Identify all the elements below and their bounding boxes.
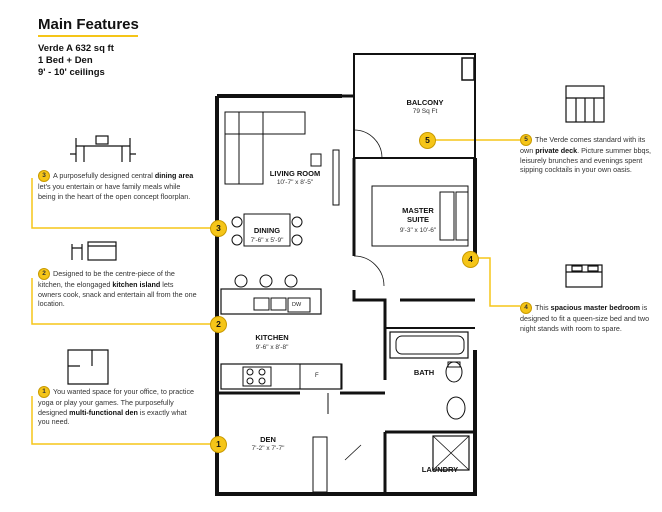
room-dining-name: DINING [253,226,281,235]
room-kitchen-dim: 9'-6" x 8'-8" [255,344,289,351]
room-kitchen-name: KITCHEN [255,333,289,342]
floorplan-den-icon [67,349,109,385]
room-dining-dim: 7'-6" x 5'-9" [250,237,284,244]
kitchen-island-icon [71,241,117,261]
badge-4-plan: 4 [462,251,479,268]
room-balcony-dim: 79 Sq Ft [412,108,438,115]
badge-1-plan: 1 [210,436,227,453]
badge-2: 2 [38,268,50,280]
dishwasher-label: DW [292,302,302,308]
spec-bed: 1 Bed + Den [38,55,93,66]
spec-ceiling: 9' - 10' ceilings [38,67,105,78]
badge-3: 3 [38,170,50,182]
bed-icon [565,264,603,288]
room-balcony-name: BALCONY [406,98,444,107]
room-master-name: MASTER SUITE [402,206,434,224]
badge-1: 1 [38,386,50,398]
title-underline [38,35,138,37]
room-laundry-name: LAUNDRY [421,465,459,474]
fridge-label: F [315,373,319,379]
badge-4: 4 [520,302,532,314]
room-living-name: LIVING ROOM [269,169,321,178]
badge-2-plan: 2 [210,316,227,333]
room-den-dim: 7'-2" x 7'-7" [251,445,285,452]
room-bath-name: BATH [413,368,435,377]
badge-5: 5 [520,134,532,146]
badge-3-plan: 3 [210,220,227,237]
room-master-dim: 9'-3" x 10'-6" [399,227,437,234]
balcony-icon [565,85,605,123]
badge-5-plan: 5 [419,132,436,149]
room-den-name: DEN [260,435,276,444]
dining-table-icon [70,135,136,162]
page-title: Main Features [38,16,139,33]
room-living-dim: 10'-7" x 8'-5" [276,179,314,186]
spec-size: Verde A 632 sq ft [38,43,114,54]
